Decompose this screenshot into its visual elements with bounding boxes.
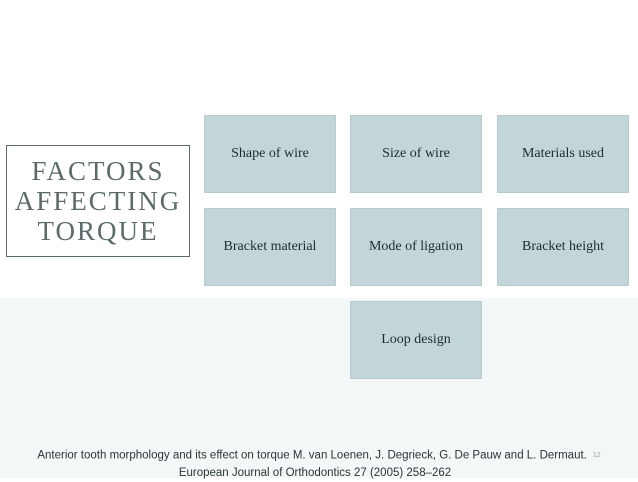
factor-label: Shape of wire [231, 146, 309, 161]
citation-line-2: European Journal of Orthodontics 27 (200… [178, 466, 452, 479]
page-number: 12 [592, 452, 601, 459]
factor-label: Bracket height [521, 239, 605, 254]
citation-line-1: Anterior tooth morphology and its effect… [37, 449, 587, 462]
title-line-1: FACTORS [31, 156, 165, 186]
factor-label: Loop design [381, 332, 451, 347]
factor-card-size-of-wire: Size of wire [350, 115, 482, 193]
factor-label: Mode of ligation [368, 239, 464, 254]
factor-card-materials-used: Materials used [497, 115, 629, 193]
factor-label: Size of wire [382, 146, 450, 161]
factor-card-shape-of-wire: Shape of wire [204, 115, 336, 193]
factor-card-mode-of-ligation: Mode of ligation [350, 208, 482, 286]
factor-card-bracket-material: Bracket material [204, 208, 336, 286]
factor-card-bracket-height: Bracket height [497, 208, 629, 286]
factor-card-loop-design: Loop design [350, 301, 482, 379]
title-line-2: AFFECTING [14, 186, 182, 216]
factor-label: Bracket material [223, 239, 317, 254]
factor-label: Materials used [521, 146, 605, 161]
title-line-3: TORQUE [37, 216, 159, 246]
citation: Anterior tooth morphology and its effect… [0, 447, 638, 482]
title-box: FACTORS AFFECTING TORQUE [6, 145, 190, 257]
background-band [0, 298, 638, 478]
